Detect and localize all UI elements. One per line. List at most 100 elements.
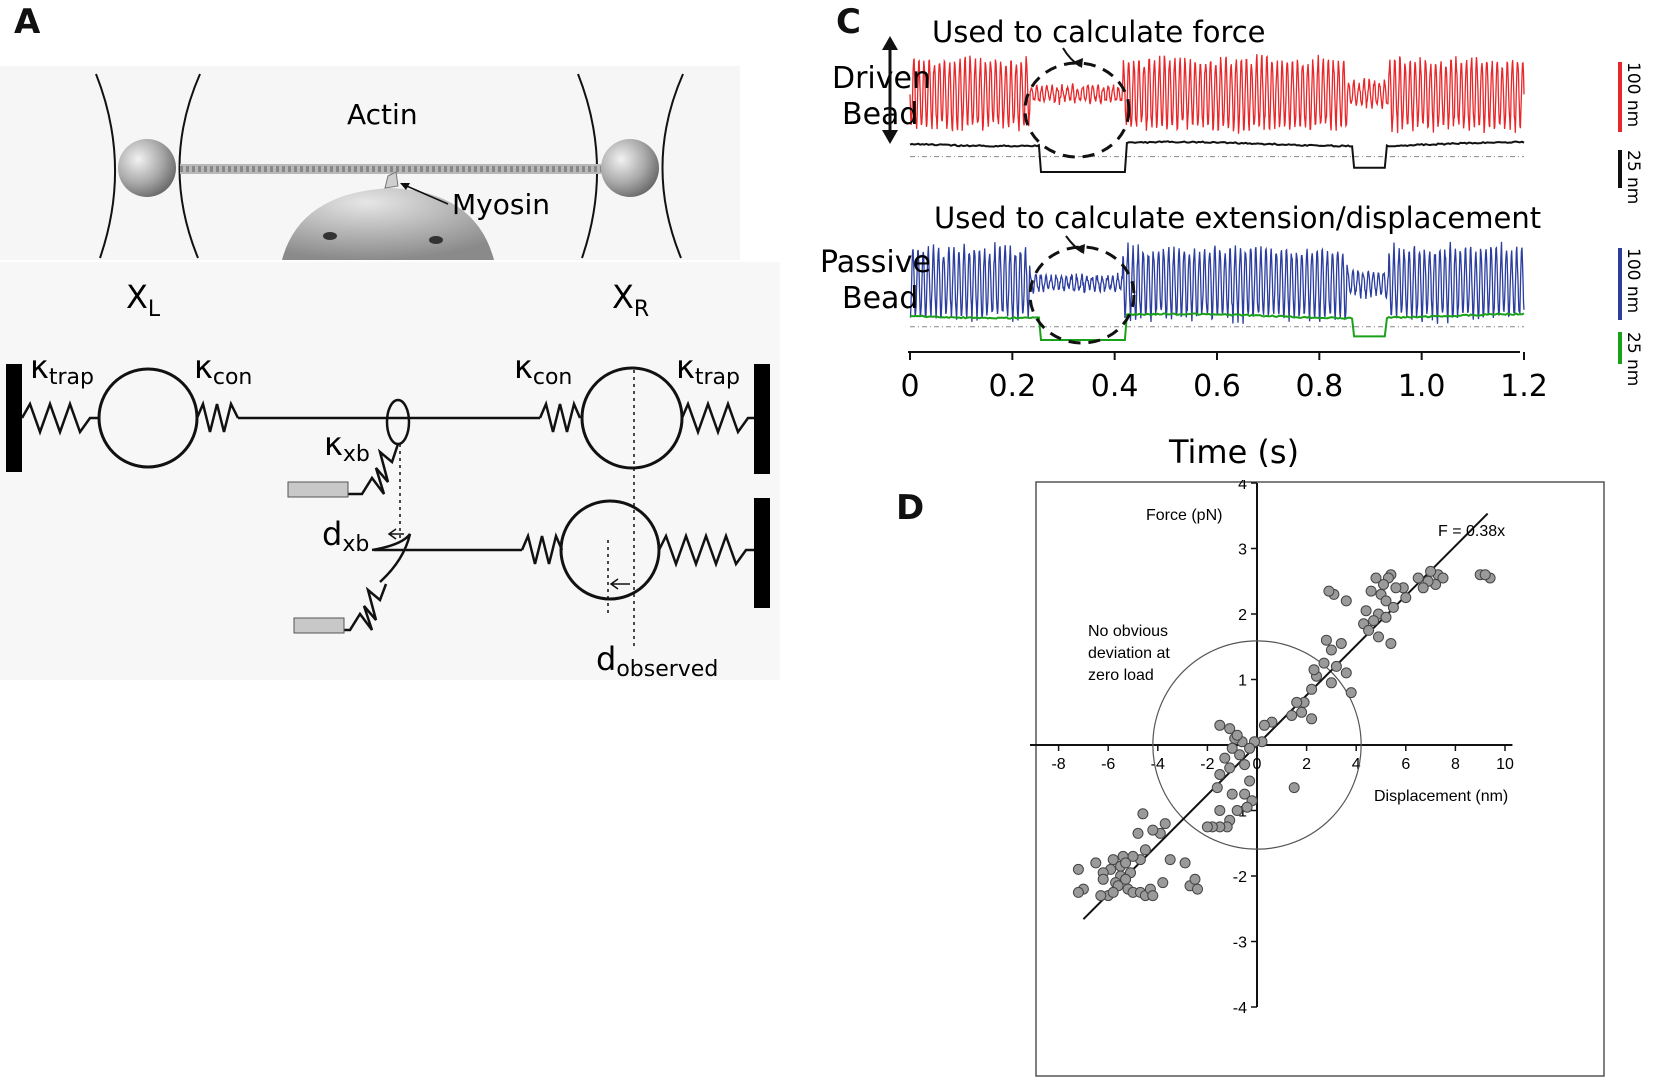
pedestal-myosin-dot — [429, 236, 443, 244]
data-point — [1132, 827, 1144, 839]
data-point — [1244, 775, 1256, 787]
data-point — [1258, 719, 1270, 731]
time-tick-label: 0.4 — [1091, 369, 1139, 404]
data-point — [1234, 749, 1246, 761]
data-point — [1365, 585, 1377, 597]
passive-scale-label-100: 100 nm — [1623, 248, 1643, 313]
x-tick-label: 6 — [1401, 756, 1410, 773]
data-point — [1306, 683, 1318, 695]
driven-bead-label-line2: Bead — [842, 97, 918, 132]
data-point — [1370, 572, 1382, 584]
myosin-pointer — [401, 183, 449, 205]
y-tick-label: 2 — [1238, 607, 1247, 624]
right-bead — [601, 139, 659, 197]
y-tick-label: -4 — [1233, 1000, 1247, 1017]
plot-frame — [1035, 481, 1605, 1077]
data-point — [1179, 857, 1191, 869]
fit-equation-label: F = 0.38x — [1438, 523, 1505, 540]
data-point — [1219, 752, 1231, 764]
left-bead — [118, 139, 176, 197]
time-axis-label: Time (s) — [1168, 433, 1299, 471]
actin-label: Actin — [347, 98, 418, 131]
data-point — [1214, 769, 1226, 780]
x-axis-label: Displacement (nm) — [1374, 788, 1508, 805]
passive-scale-bar-25 — [1618, 332, 1622, 364]
panel-letter-a: A — [14, 2, 41, 42]
data-point — [1090, 857, 1102, 869]
data-point — [1363, 624, 1375, 636]
time-tick-label: 0 — [900, 369, 919, 404]
left-trap-lens-inner — [178, 73, 201, 259]
data-point — [1306, 713, 1318, 725]
data-point — [1288, 782, 1300, 794]
data-point — [1147, 824, 1159, 836]
data-point — [1244, 742, 1256, 754]
zero-load-circle — [1152, 640, 1362, 850]
data-point — [1335, 638, 1347, 649]
data-point — [1320, 634, 1332, 646]
data-point — [1239, 788, 1251, 800]
data-point — [1159, 818, 1171, 830]
y-tick-label: -2 — [1233, 869, 1247, 886]
passive-scale-bar-100 — [1618, 248, 1622, 320]
pedestal-myosin-dot — [323, 232, 337, 240]
data-point — [1390, 582, 1402, 594]
data-point — [1226, 742, 1238, 754]
time-tick-label: 1.2 — [1500, 369, 1548, 404]
data-point — [1318, 657, 1330, 669]
displacement-annotation: Used to calculate extension/displacement — [934, 201, 1541, 235]
data-point — [1224, 723, 1236, 735]
x-tick-label: 0 — [1253, 756, 1262, 773]
annotation-line-1: No obvious — [1088, 623, 1168, 640]
driven-scale-bar-100 — [1618, 62, 1622, 132]
driven-scale-label-100: 100 nm — [1623, 62, 1643, 127]
time-tick-label: 0.8 — [1295, 369, 1343, 404]
data-point — [1147, 890, 1159, 902]
dobs-arrow — [609, 578, 630, 590]
data-point — [1192, 883, 1203, 895]
data-point — [1380, 595, 1392, 607]
data-point — [1157, 877, 1169, 889]
data-point — [1323, 585, 1335, 597]
data-point — [1437, 572, 1449, 584]
data-point — [1231, 805, 1243, 816]
data-point — [1097, 873, 1109, 885]
driven-scale-label-25: 25 nm — [1623, 150, 1643, 204]
kappa-con-left-label: κcon — [194, 348, 252, 390]
y-tick-label: 3 — [1238, 542, 1247, 559]
data-point — [1072, 863, 1084, 875]
data-point — [1241, 801, 1253, 813]
y-tick-label: -3 — [1233, 935, 1247, 952]
y-axis-label: Force (pN) — [1146, 507, 1222, 524]
driven-bead-label-line1: Driven — [832, 61, 931, 96]
passive-bead-label-line1: Passive — [820, 245, 931, 280]
actin-filament — [180, 164, 620, 174]
data-point — [1291, 696, 1303, 708]
data-point — [1164, 854, 1176, 866]
data-point — [1224, 762, 1236, 774]
kappa-xb-spring — [348, 443, 400, 496]
panel-letter-c: C — [836, 2, 861, 42]
data-point — [1417, 582, 1429, 594]
passive-scale-label-25: 25 nm — [1623, 332, 1643, 386]
data-point — [1330, 660, 1342, 672]
data-point — [1239, 759, 1251, 771]
dobs-label: dobserved — [596, 640, 718, 682]
driven-bead-trace — [909, 54, 1525, 134]
displacement-region-circle — [1028, 245, 1136, 345]
data-point — [1286, 710, 1298, 721]
data-point — [1308, 664, 1320, 676]
kappa-trap-right-spring — [680, 400, 754, 436]
kappa-trap-right-label: κtrap — [676, 348, 740, 390]
driven-displacement-trace — [909, 140, 1525, 173]
data-point — [1412, 572, 1424, 584]
data-point — [1137, 808, 1149, 820]
kappa-xb-spring-bottom — [342, 583, 388, 632]
force-region-circle — [1023, 61, 1131, 159]
dxb-label: dxb — [322, 515, 369, 557]
data-point — [1296, 706, 1308, 718]
annotation-line-2: deviation at — [1088, 645, 1170, 662]
data-point — [1095, 890, 1107, 902]
data-point — [1214, 719, 1226, 731]
kappa-trap-right-spring-bottom — [657, 532, 754, 568]
